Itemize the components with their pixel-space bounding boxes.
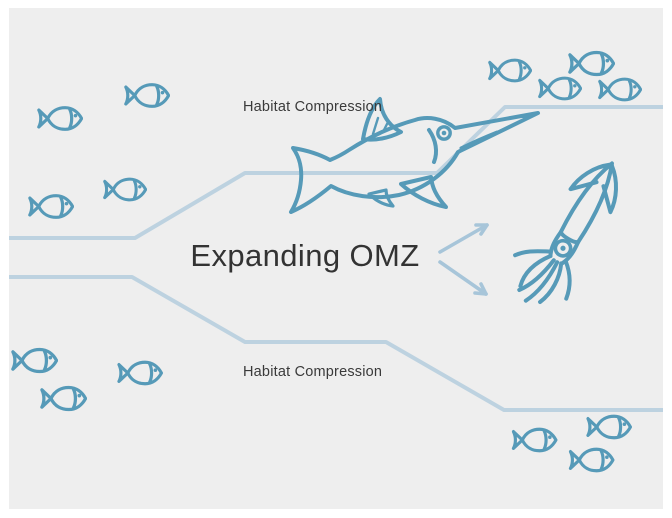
expanding-omz-title: Expanding OMZ xyxy=(190,238,420,273)
arrow-up-right-icon xyxy=(438,223,489,254)
omz-upper-boundary-line xyxy=(9,105,663,240)
fish-icon xyxy=(598,77,642,102)
fish-icon xyxy=(511,427,558,453)
omz-lower-boundary-line xyxy=(9,275,663,412)
fish-school-top-left xyxy=(28,83,170,219)
fish-icon xyxy=(586,414,632,440)
fish-school-bottom-right xyxy=(511,414,632,473)
swordfish-icon xyxy=(289,97,540,214)
fish-icon xyxy=(568,447,615,473)
fish-icon xyxy=(11,347,58,374)
fish-icon xyxy=(538,76,582,101)
fish-icon xyxy=(124,83,170,108)
fish-icon xyxy=(117,360,163,386)
fish-icon xyxy=(28,194,74,219)
fish-school-bottom-left xyxy=(11,347,163,412)
fish-icon xyxy=(40,385,87,412)
habitat-compression-label-bottom: Habitat Compression xyxy=(243,364,383,380)
fish-icon xyxy=(103,177,147,202)
fish-school-top-right xyxy=(488,50,642,102)
fish-icon xyxy=(488,58,532,83)
fish-icon xyxy=(37,106,83,131)
squid-icon xyxy=(513,161,618,304)
fish-icon xyxy=(568,50,615,77)
habitat-compression-label-top: Habitat Compression xyxy=(243,99,383,115)
arrow-down-right-icon xyxy=(438,260,488,296)
